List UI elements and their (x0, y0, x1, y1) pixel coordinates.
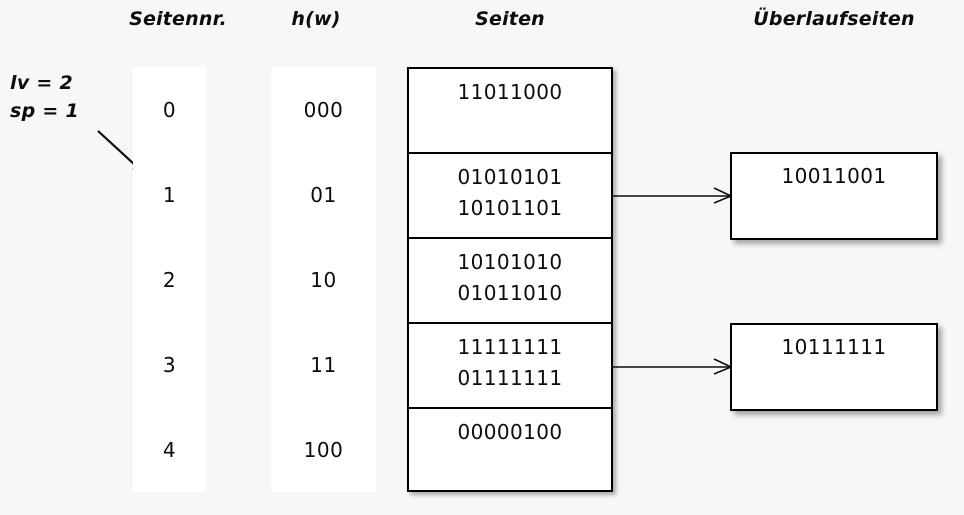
overflow-connector-arrow-icon (611, 187, 733, 204)
page-number-cell: 2 (162, 267, 177, 292)
page-entry: 11111111 (457, 335, 563, 359)
split-pointer-label: sp = 1 (10, 99, 80, 122)
parameter-annotation: lv = 2 sp = 1 (10, 70, 79, 125)
page-number-cell: 1 (162, 182, 177, 207)
hash-value-cell: 100 (303, 437, 344, 462)
page-bucket-row: 11011000 (409, 69, 611, 154)
pages-table: 11011000 01010101 10101101 10101010 0101… (407, 67, 613, 492)
page-entry: 10101101 (457, 196, 563, 220)
page-number-cell: 4 (162, 437, 177, 462)
hash-value-cell: 000 (303, 97, 344, 122)
overflow-connector-arrow-icon (611, 358, 733, 375)
page-entry: 11011000 (457, 80, 563, 104)
hash-value-column: 000 01 10 11 100 (271, 67, 376, 492)
page-entry: 01111111 (457, 366, 563, 390)
page-bucket-row: 01010101 10101101 (409, 154, 611, 239)
hash-value-cell: 10 (310, 267, 337, 292)
column-header-pages: Seiten (475, 8, 545, 30)
page-entry: 10101010 (457, 250, 563, 274)
page-number-column: 0 1 2 3 4 (133, 67, 206, 492)
overflow-entry: 10111111 (781, 335, 887, 359)
page-bucket-row: 10101010 01011010 (409, 239, 611, 324)
page-entry: 01010101 (457, 165, 563, 189)
overflow-page-box: 10011001 (730, 152, 938, 240)
page-entry: 00000100 (457, 420, 563, 444)
page-bucket-row: 00000100 (409, 409, 611, 494)
page-number-cell: 3 (162, 352, 177, 377)
page-entry: 01011010 (457, 281, 563, 305)
hash-value-cell: 11 (310, 352, 337, 377)
hash-value-cell: 01 (310, 182, 337, 207)
page-number-cell: 0 (162, 97, 177, 122)
overflow-page-box: 10111111 (730, 323, 938, 411)
column-header-hash: h(w) (291, 8, 341, 30)
column-header-overflow-pages: Überlaufseiten (753, 8, 915, 30)
page-bucket-row: 11111111 01111111 (409, 324, 611, 409)
overflow-entry: 10011001 (781, 164, 887, 188)
column-header-page-number: Seitennr. (129, 8, 227, 30)
level-label: lv = 2 (10, 72, 74, 94)
